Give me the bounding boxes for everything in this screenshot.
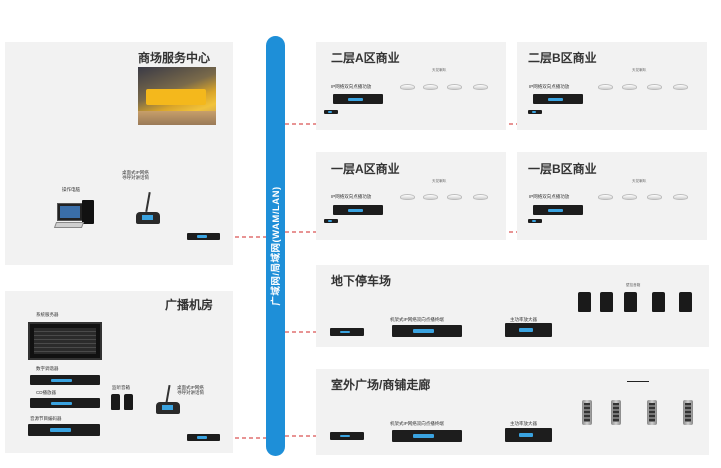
zone-1a-ceiling-speaker-1: [400, 194, 415, 200]
zone-2a-title: 二层A区商业: [331, 51, 400, 65]
parking-title: 地下停车场: [331, 274, 392, 288]
cd-label: CD播放器: [36, 390, 56, 395]
monitor-speaker-label: 监听音箱: [112, 385, 130, 390]
desktop-terminal-label: 桌面式IP网络 寻呼对讲话筒: [122, 170, 149, 181]
parking-amp-label: 主功率放大器: [510, 317, 537, 322]
server-label: 系统服务器: [36, 312, 59, 317]
parking-decoder-label: 机架式IP网络双向点播终端: [390, 317, 444, 322]
broadcast-room-title: 广播机房: [165, 298, 214, 312]
zone-2b-switch: [528, 110, 542, 114]
service-center-switch: [187, 233, 220, 240]
zone-2a-amplifier: [333, 94, 383, 104]
audio-encoder-label: 音源节目编码器: [30, 416, 62, 421]
parking-speaker-label: 壁挂音箱: [626, 283, 641, 287]
parking-decoder: [392, 325, 462, 337]
room-terminal-base: [156, 402, 180, 414]
outdoor-decoder: [392, 430, 462, 442]
zone-1a-device-label: IP网络双向点播功放: [331, 194, 372, 199]
office-pc-tower: [82, 200, 94, 224]
zone-2b-ceiling-speaker-1: [598, 84, 613, 90]
outdoor-column-speaker-1: [582, 400, 592, 425]
digital-tuner: [30, 375, 100, 385]
zone-1b-amplifier: [533, 205, 583, 215]
zone-1b-title: 一层B区商业: [528, 162, 597, 176]
network-backbone: [266, 36, 285, 456]
zone-1b-ceiling-speaker-3: [647, 194, 662, 200]
zone-1b-device-label: IP网络双向点播功放: [529, 194, 570, 199]
service-center-title: 商场服务中心: [138, 51, 211, 65]
zone-2b-ceiling-speaker-4: [673, 84, 688, 90]
room-terminal-screen: [162, 405, 173, 410]
photo-counter: [146, 89, 206, 105]
room-terminal-label-text: 桌面式IP网络 寻呼对讲话筒: [177, 385, 204, 396]
zone-1a-ceiling-speaker-2: [423, 194, 438, 200]
outdoor-column-speaker-2: [611, 400, 621, 425]
zone-1a-title: 一层A区商业: [331, 162, 400, 176]
parking-speaker-3: [624, 292, 637, 312]
zone-1b-ceiling-speaker-2: [622, 194, 637, 200]
cd-player: [30, 398, 100, 408]
parking-speaker-5: [679, 292, 692, 312]
zone-2b-ceiling-speaker-3: [647, 84, 662, 90]
parking-switch: [330, 328, 364, 336]
zone-2a-ceiling-speaker-1: [400, 84, 415, 90]
monitor-speaker-left: [111, 394, 120, 410]
tuner-label: 数字调谐器: [36, 366, 59, 371]
zone-2a-speaker-label: 天花喇叭: [432, 68, 447, 72]
parking-amplifier: [505, 323, 552, 337]
zone-2b-speaker-label: 天花喇叭: [632, 68, 647, 72]
zone-2b-amplifier: [533, 94, 583, 104]
zone-1a-ceiling-speaker-4: [473, 194, 488, 200]
office-pc-label: 操作电脑: [62, 187, 80, 192]
broadcast-room-switch: [187, 434, 220, 441]
office-pc-monitor: [57, 203, 83, 221]
zone-2b-title: 二层B区商业: [528, 51, 597, 65]
audio-encoder: [28, 424, 100, 436]
system-server: [28, 322, 102, 360]
zone-1a-ceiling-speaker-3: [447, 194, 462, 200]
parking-speaker-2: [600, 292, 613, 312]
zone-1a-speaker-label: 天花喇叭: [432, 179, 447, 183]
monitor-speaker-right: [124, 394, 133, 410]
outdoor-column-speaker-3: [647, 400, 657, 425]
parking-speaker-1: [578, 292, 591, 312]
outdoor-marker-line: [627, 381, 649, 382]
room-terminal-label: 桌面式IP网络 寻呼对讲话筒: [177, 385, 204, 396]
desktop-terminal-base: [136, 212, 160, 224]
outdoor-amp-label: 主功率放大器: [510, 421, 537, 426]
outdoor-decoder-label: 机架式IP网络双向点播终端: [390, 421, 444, 426]
zone-1b-speaker-label: 天花喇叭: [632, 179, 647, 183]
outdoor-column-speaker-4: [683, 400, 693, 425]
zone-2a-switch: [324, 110, 338, 114]
outdoor-amplifier: [505, 428, 552, 442]
outdoor-title: 室外广场/商铺走廊: [331, 378, 431, 392]
zone-1b-ceiling-speaker-4: [673, 194, 688, 200]
parking-speaker-4: [652, 292, 665, 312]
desktop-terminal-screen: [142, 215, 153, 220]
desktop-terminal-label-text: 桌面式IP网络 寻呼对讲话筒: [122, 170, 149, 181]
zone-1a-amplifier: [333, 205, 383, 215]
zone-1b-ceiling-speaker-1: [598, 194, 613, 200]
zone-2b-device-label: IP网络双向点播功放: [529, 84, 570, 89]
server-screen: [34, 328, 96, 354]
zone-2a-ceiling-speaker-3: [447, 84, 462, 90]
zone-2a-ceiling-speaker-2: [423, 84, 438, 90]
service-center-photo: [138, 67, 216, 125]
zone-2a-ceiling-speaker-4: [473, 84, 488, 90]
photo-floor: [138, 111, 216, 125]
office-pc-keyboard: [53, 222, 85, 228]
network-backbone-label: 广域网/局域网(WAM/LAN): [271, 186, 282, 306]
zone-2a-device-label: IP网络双向点播功放: [331, 84, 372, 89]
zone-2b-ceiling-speaker-2: [622, 84, 637, 90]
monitor-screen: [60, 206, 80, 218]
zone-1b-switch: [528, 219, 542, 223]
zone-1a-switch: [324, 219, 338, 223]
outdoor-switch: [330, 432, 364, 440]
